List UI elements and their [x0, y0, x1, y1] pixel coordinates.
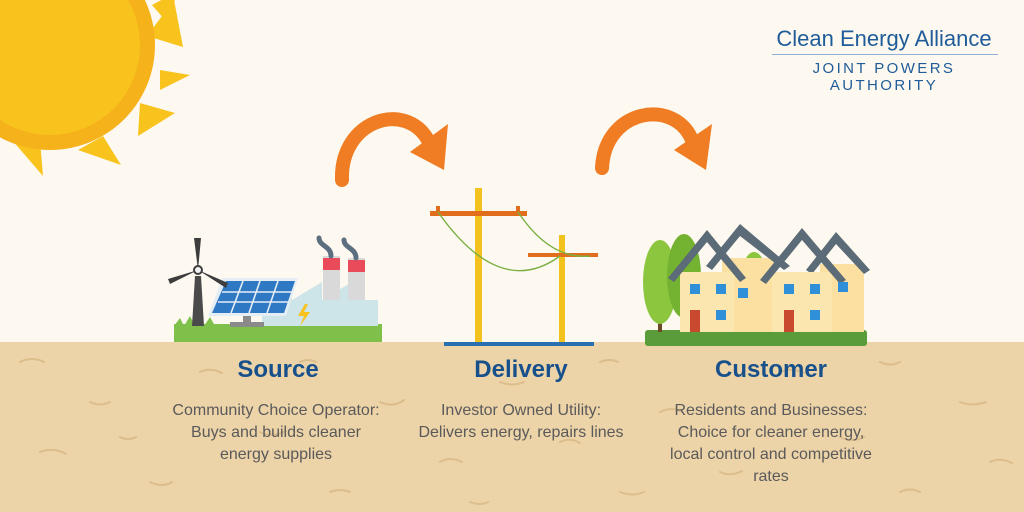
brand-divider — [772, 54, 998, 55]
delivery-description: Investor Owned Utility: Delivers energy,… — [418, 402, 624, 441]
customer-heading: Customer — [714, 356, 828, 383]
wind-turbine-icon — [168, 238, 228, 326]
brand-subtitle: JOINT POWERS AUTHORITY — [812, 60, 956, 94]
house-icon — [668, 224, 790, 332]
solar-panel-icon — [208, 278, 298, 327]
arrow-right-icon — [595, 107, 712, 175]
delivery-heading: Delivery — [474, 356, 568, 383]
source-description: Community Choice Operator: Buys and buil… — [172, 402, 380, 463]
house-icon — [760, 228, 870, 332]
customer-description: Residents and Businesses: Choice for cle… — [670, 402, 872, 485]
power-pole-icon — [430, 188, 598, 346]
source-heading: Source — [237, 356, 319, 383]
brand-name: Clean Energy Alliance — [776, 26, 992, 51]
ground — [0, 342, 1024, 512]
ground-texture — [19, 358, 1013, 505]
arrow-right-icon — [334, 112, 448, 187]
